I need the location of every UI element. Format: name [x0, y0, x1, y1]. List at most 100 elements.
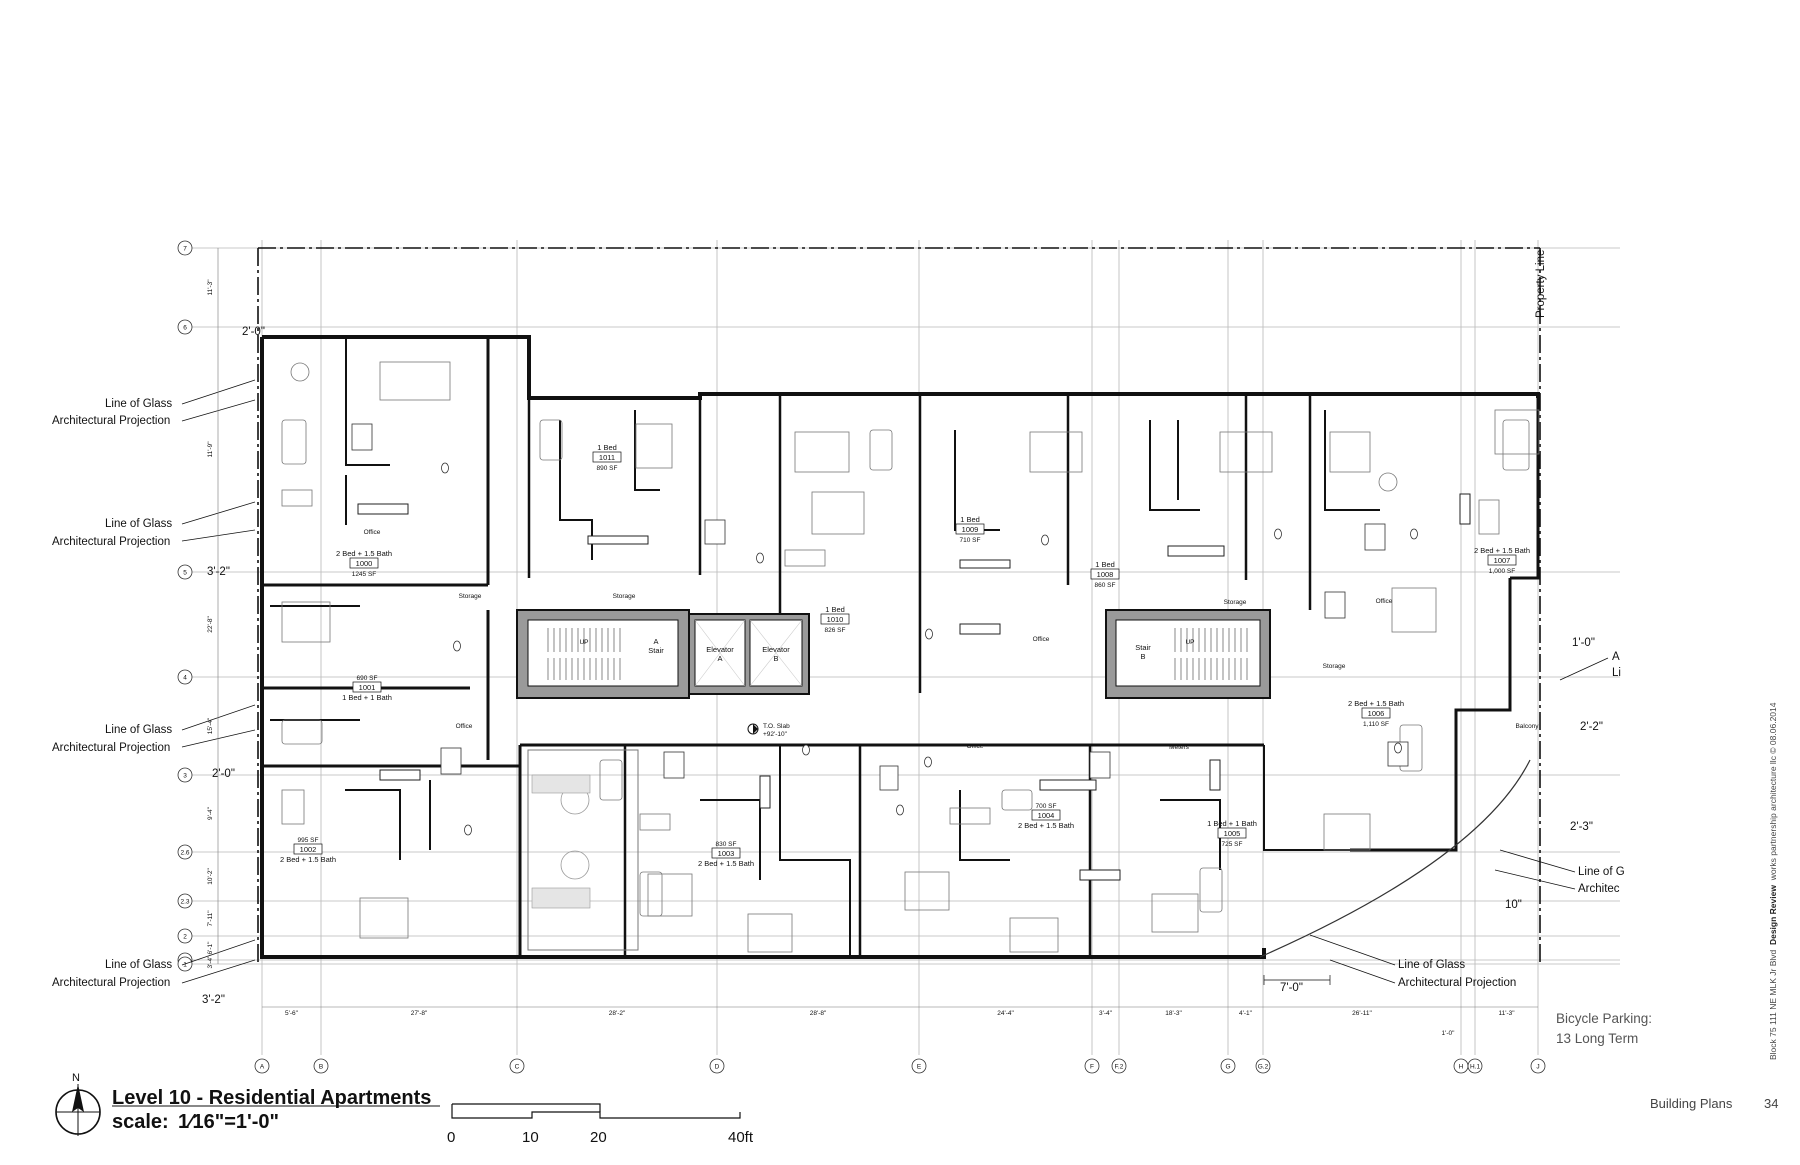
furniture-fixtures	[281, 361, 1540, 953]
sofa	[639, 871, 663, 917]
toilet	[924, 756, 932, 768]
row-grid-label: 1	[183, 962, 187, 969]
firm-credit: works partnership architecture llc © 08.…	[1768, 702, 1778, 881]
svg-text:1011: 1011	[599, 453, 615, 462]
sheet-section: Building Plans	[1650, 1096, 1733, 1111]
svg-text:Bicycle Parking:: Bicycle Parking:	[1556, 1011, 1652, 1026]
row-spacing-label: 11'-9"	[207, 441, 214, 458]
svg-text:826 SF: 826 SF	[825, 627, 846, 634]
row-grid-label: 7	[183, 246, 187, 253]
office-label: Office	[456, 723, 473, 730]
row-grid-bubble: 4	[177, 669, 193, 685]
svg-text:2 Bed + 1.5 Bath: 2 Bed + 1.5 Bath	[336, 549, 392, 558]
sofa	[281, 719, 323, 745]
svg-text:1,110 SF: 1,110 SF	[1363, 721, 1389, 728]
column-spacing-label: 1'-0"	[1442, 1030, 1456, 1037]
column-spacing-label: 28'-2"	[609, 1010, 626, 1017]
svg-text:Architectural Projection: Architectural Projection	[52, 536, 170, 548]
elevator-b-letter: B	[773, 654, 778, 663]
bed	[794, 431, 850, 473]
balcony-label: Balcony	[1515, 723, 1539, 730]
svg-text:1004: 1004	[1038, 811, 1055, 820]
column-grid-label: G.2	[1258, 1064, 1269, 1071]
svg-text:890 SF: 890 SF	[597, 465, 618, 472]
toilet	[453, 640, 461, 652]
column-grid-label: H	[1459, 1064, 1464, 1071]
page-title: Level 10 - Residential Apartments	[112, 1087, 431, 1109]
svg-text:1009: 1009	[962, 525, 979, 534]
toilet	[441, 462, 449, 474]
bathtub	[704, 519, 726, 545]
svg-text:690 SF: 690 SF	[357, 675, 378, 682]
dining-table	[281, 489, 313, 507]
storage-label: Storage	[459, 593, 482, 600]
scale-tick-0: 0	[447, 1129, 455, 1146]
column-spacing-label: 27'-8"	[411, 1010, 428, 1017]
bed	[1029, 431, 1083, 473]
scale-value: 1⁄16"=1'-0"	[178, 1111, 279, 1133]
column-grid-bubble: H	[1453, 1058, 1469, 1074]
bathtub	[1364, 523, 1386, 551]
column-grid-label: D	[715, 1064, 720, 1071]
bathtub	[663, 751, 685, 779]
kitchen-counter	[1079, 869, 1121, 881]
svg-text:710 SF: 710 SF	[960, 537, 981, 544]
svg-text:1008: 1008	[1097, 570, 1114, 579]
row-spacing-label: 22'-8"	[207, 616, 214, 633]
property-line-label: Property Line	[1535, 250, 1547, 318]
storage-label: Storage	[613, 593, 636, 600]
bathtub	[879, 765, 899, 791]
row-grid-bubble: 2	[177, 928, 193, 944]
dim-label: 2'-0"	[242, 326, 265, 338]
bed	[647, 873, 693, 917]
column-grid-label: C	[515, 1064, 520, 1071]
svg-text:1245 SF: 1245 SF	[352, 571, 377, 578]
toilet	[756, 552, 764, 564]
column-spacing-dims: 5'-6"27'-8"28'-2"28'-8"24'-4"3'-4"18'-3"…	[262, 1006, 1538, 1037]
svg-text:Line of Glass: Line of Glass	[1398, 959, 1465, 971]
office-label: Office	[1033, 636, 1050, 643]
svg-text:1 Bed: 1 Bed	[1095, 560, 1115, 569]
row-spacing-label: 7'-11"	[207, 910, 214, 927]
bicycle-parking-note: Bicycle Parking: 13 Long Term	[1556, 1011, 1652, 1046]
stair-core-b	[1105, 609, 1271, 699]
bed	[1391, 587, 1437, 633]
stair-b-letter: B	[1140, 652, 1145, 661]
toilet	[1041, 534, 1049, 546]
graphic-scale-bar: 0 10 20 40ft	[447, 1103, 754, 1146]
svg-text:1000: 1000	[356, 559, 373, 568]
column-spacing-label: 3'-4"	[1099, 1010, 1113, 1017]
row-grid-label: 2.6	[180, 850, 189, 857]
column-grid-bubble: G.2	[1255, 1058, 1271, 1074]
svg-text:1010: 1010	[827, 615, 844, 624]
column-grid-bubble: A	[254, 1058, 270, 1074]
svg-text:1 Bed + 1 Bath: 1 Bed + 1 Bath	[342, 693, 392, 702]
row-spacing-label: 3'-4"	[207, 955, 214, 969]
svg-text:725 SF: 725 SF	[1222, 841, 1243, 848]
svg-text:995 SF: 995 SF	[298, 837, 319, 844]
kitchen-counter	[1209, 759, 1221, 791]
svg-text:Architectural Projection: Architectural Projection	[52, 977, 170, 989]
kitchen-counters	[357, 493, 1471, 881]
svg-text:1005: 1005	[1224, 829, 1241, 838]
kitchen-counter	[1459, 493, 1471, 525]
svg-text:Architectural Projection: Architectural Projection	[1398, 977, 1516, 989]
storage-label: Storage	[1224, 599, 1247, 606]
row-grid-label: 2	[183, 934, 187, 941]
bed	[1323, 813, 1371, 851]
kitchen-counter	[1167, 545, 1225, 557]
toilet	[1394, 742, 1402, 754]
bed	[1494, 409, 1540, 455]
dining-table	[639, 813, 671, 831]
svg-text:1 Bed + 1 Bath: 1 Bed + 1 Bath	[1207, 819, 1257, 828]
bathtub	[440, 747, 462, 775]
sofa	[281, 419, 307, 465]
